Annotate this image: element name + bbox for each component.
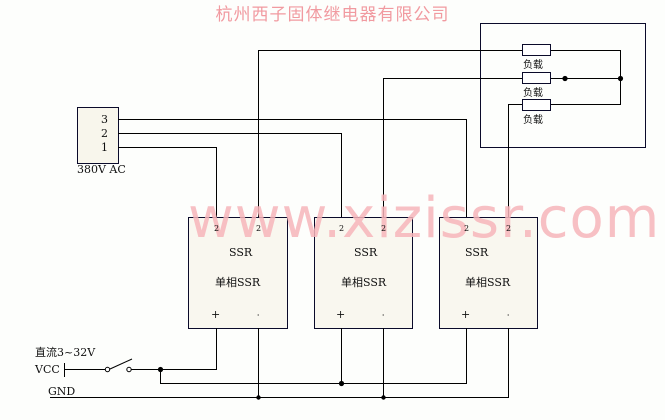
ac-source-label: 380V AC (77, 163, 126, 176)
switch-contact-left (104, 366, 111, 373)
ssr2-terminal-minus: ˌ (382, 308, 385, 317)
ssr1-subtitle: 单相SSR (215, 276, 261, 289)
wire-ssr2-to-load2 (383, 78, 522, 217)
ssr1-title: SSR (229, 246, 253, 259)
junction-dot (617, 75, 624, 82)
ssr1-terminal-plus: + (211, 308, 221, 321)
ssr2-subtitle: 单相SSR (341, 276, 387, 289)
junction-dot (381, 395, 386, 400)
load-enclosure (480, 23, 646, 148)
wire-ssr1-plus (160, 328, 217, 370)
load-resistor-3 (522, 99, 551, 111)
ac-pin-2: 2 (101, 127, 108, 140)
gnd-label: GND (48, 385, 76, 398)
load-resistor-2 (522, 72, 551, 84)
ac-pin-3: 3 (101, 113, 108, 126)
wire-ssr1-to-load1 (258, 50, 522, 217)
ac-pin-1: 1 (101, 141, 108, 154)
ssr-box-1 (188, 217, 288, 329)
ssr2-terminal-top-right: 2 (381, 224, 387, 233)
wire-ssr3-plus (160, 328, 467, 384)
ssr1-terminal-top-right: 2 (256, 224, 262, 233)
ssr-box-2 (314, 217, 413, 329)
wire-ssr3-minus (50, 328, 509, 398)
wire-ac-line-1 (118, 147, 217, 217)
dc-supply-label: 直流3~32V (35, 346, 96, 359)
ssr-box-3 (439, 217, 538, 329)
ssr3-terminal-top-left: 2 (464, 224, 470, 233)
wire-ssr3-to-load3 (508, 104, 522, 217)
company-title: 杭州西子固体继电器有限公司 (215, 5, 450, 25)
junction-dot (562, 75, 568, 82)
wire-ac-line-2 (118, 133, 342, 217)
ssr3-terminal-top-right: 2 (506, 224, 512, 233)
ssr2-terminal-top-left: 2 (339, 224, 345, 233)
load-label-2: 负载 (523, 88, 543, 99)
load-label-3: 负载 (523, 115, 543, 126)
ssr3-subtitle: 单相SSR (465, 276, 511, 289)
switch-contact-right (126, 366, 132, 373)
ssr2-title: SSR (354, 246, 378, 259)
ssr2-terminal-plus: + (336, 308, 346, 321)
load-label-1: 负载 (523, 60, 543, 71)
wire-load1-out (551, 50, 621, 105)
ssr3-terminal-minus: ˌ (507, 308, 510, 317)
watermark: www.xizissr.com (188, 186, 661, 251)
vcc-label: VCC (35, 363, 60, 376)
ssr1-terminal-top-left: 2 (214, 224, 220, 233)
ssr1-terminal-minus: ˌ (257, 308, 260, 317)
wire-ac-line-3 (118, 119, 467, 217)
switch-blade (109, 358, 133, 370)
ssr3-terminal-plus: + (461, 308, 471, 321)
ac-source-box (77, 107, 119, 164)
load-resistor-1 (522, 44, 551, 56)
junction-dot (157, 366, 164, 373)
junction-dot (338, 380, 345, 387)
ssr3-title: SSR (465, 246, 489, 259)
junction-dot (256, 395, 261, 400)
